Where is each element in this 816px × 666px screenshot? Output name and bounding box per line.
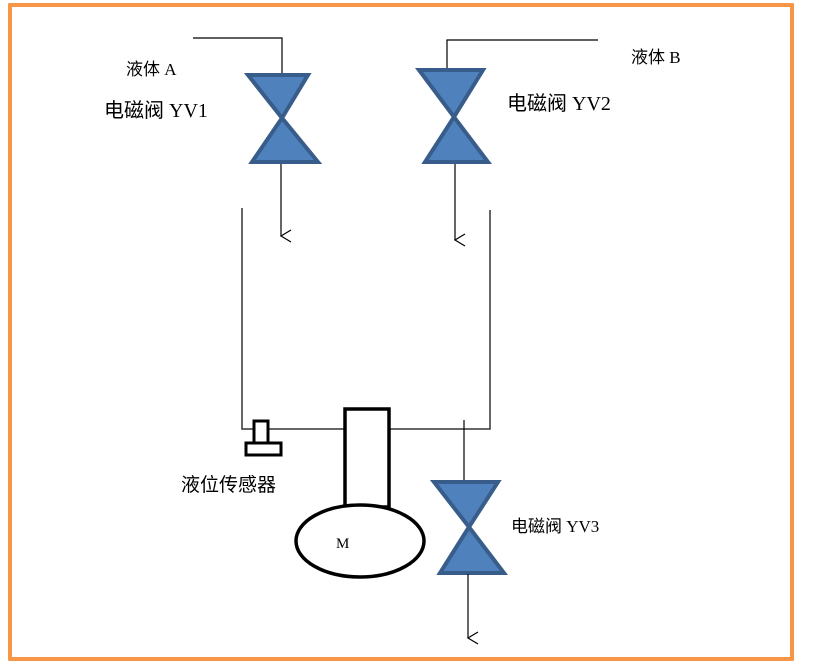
- valve-yv3-icon: [429, 480, 509, 575]
- label-liquid-a: 液体 A: [126, 60, 177, 79]
- label-motor: M: [336, 536, 349, 552]
- valve-yv1-icon: [243, 73, 323, 164]
- label-level-sensor: 液位传感器: [181, 474, 276, 496]
- diagram-frame: [8, 3, 794, 661]
- level-sensor-icon: [244, 419, 283, 457]
- label-valve-yv2: 电磁阀 YV2: [507, 92, 611, 115]
- label-valve-yv3: 电磁阀 YV3: [511, 517, 599, 536]
- inlet-pipe-b: [446, 39, 598, 68]
- tank-outline: [241, 208, 491, 430]
- valve-yv2-icon: [415, 68, 493, 164]
- inlet-pipe-a: [193, 37, 283, 75]
- motor-icon: [294, 407, 426, 579]
- label-valve-yv1: 电磁阀 YV1: [104, 99, 208, 122]
- label-liquid-b: 液体 B: [631, 48, 681, 67]
